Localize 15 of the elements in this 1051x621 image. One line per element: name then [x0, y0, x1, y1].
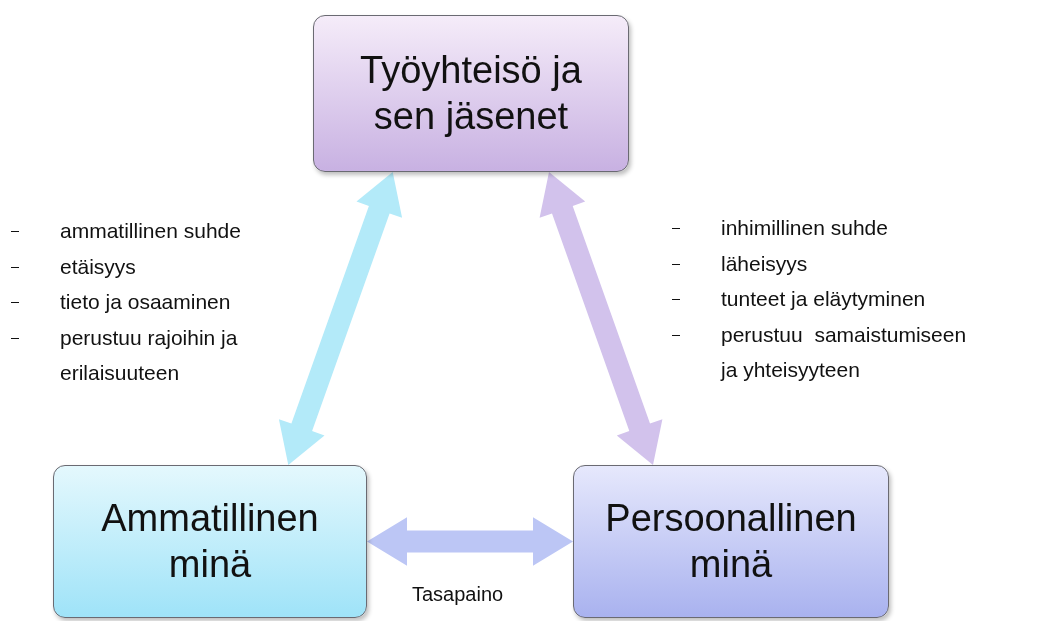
edge-label: Tasapaino: [410, 583, 506, 606]
rounded-box: Ammatillinen minä: [53, 465, 367, 618]
list-item: etäisyys: [60, 253, 137, 280]
rounded-box: Työyhteisö ja sen jäsenet: [313, 15, 629, 172]
list-item: perustuu rajoihin ja erilaisuuteen: [60, 324, 239, 386]
list-item: ammatillinen suhde: [60, 218, 242, 244]
list-item: tieto ja osaaminen: [60, 289, 232, 315]
block-arrow: [539, 172, 663, 465]
list-item: läheisyys: [721, 250, 809, 277]
block-arrow: [278, 172, 403, 465]
rounded-box: Persoonallinen minä: [573, 465, 889, 618]
block-arrow: [367, 517, 573, 566]
list-item: inhimillinen suhde: [721, 215, 889, 241]
list-item: tunteet ja eläytyminen: [721, 286, 927, 312]
list-item: perustuu samaistumiseen ja yhteisyyteen: [721, 321, 968, 383]
